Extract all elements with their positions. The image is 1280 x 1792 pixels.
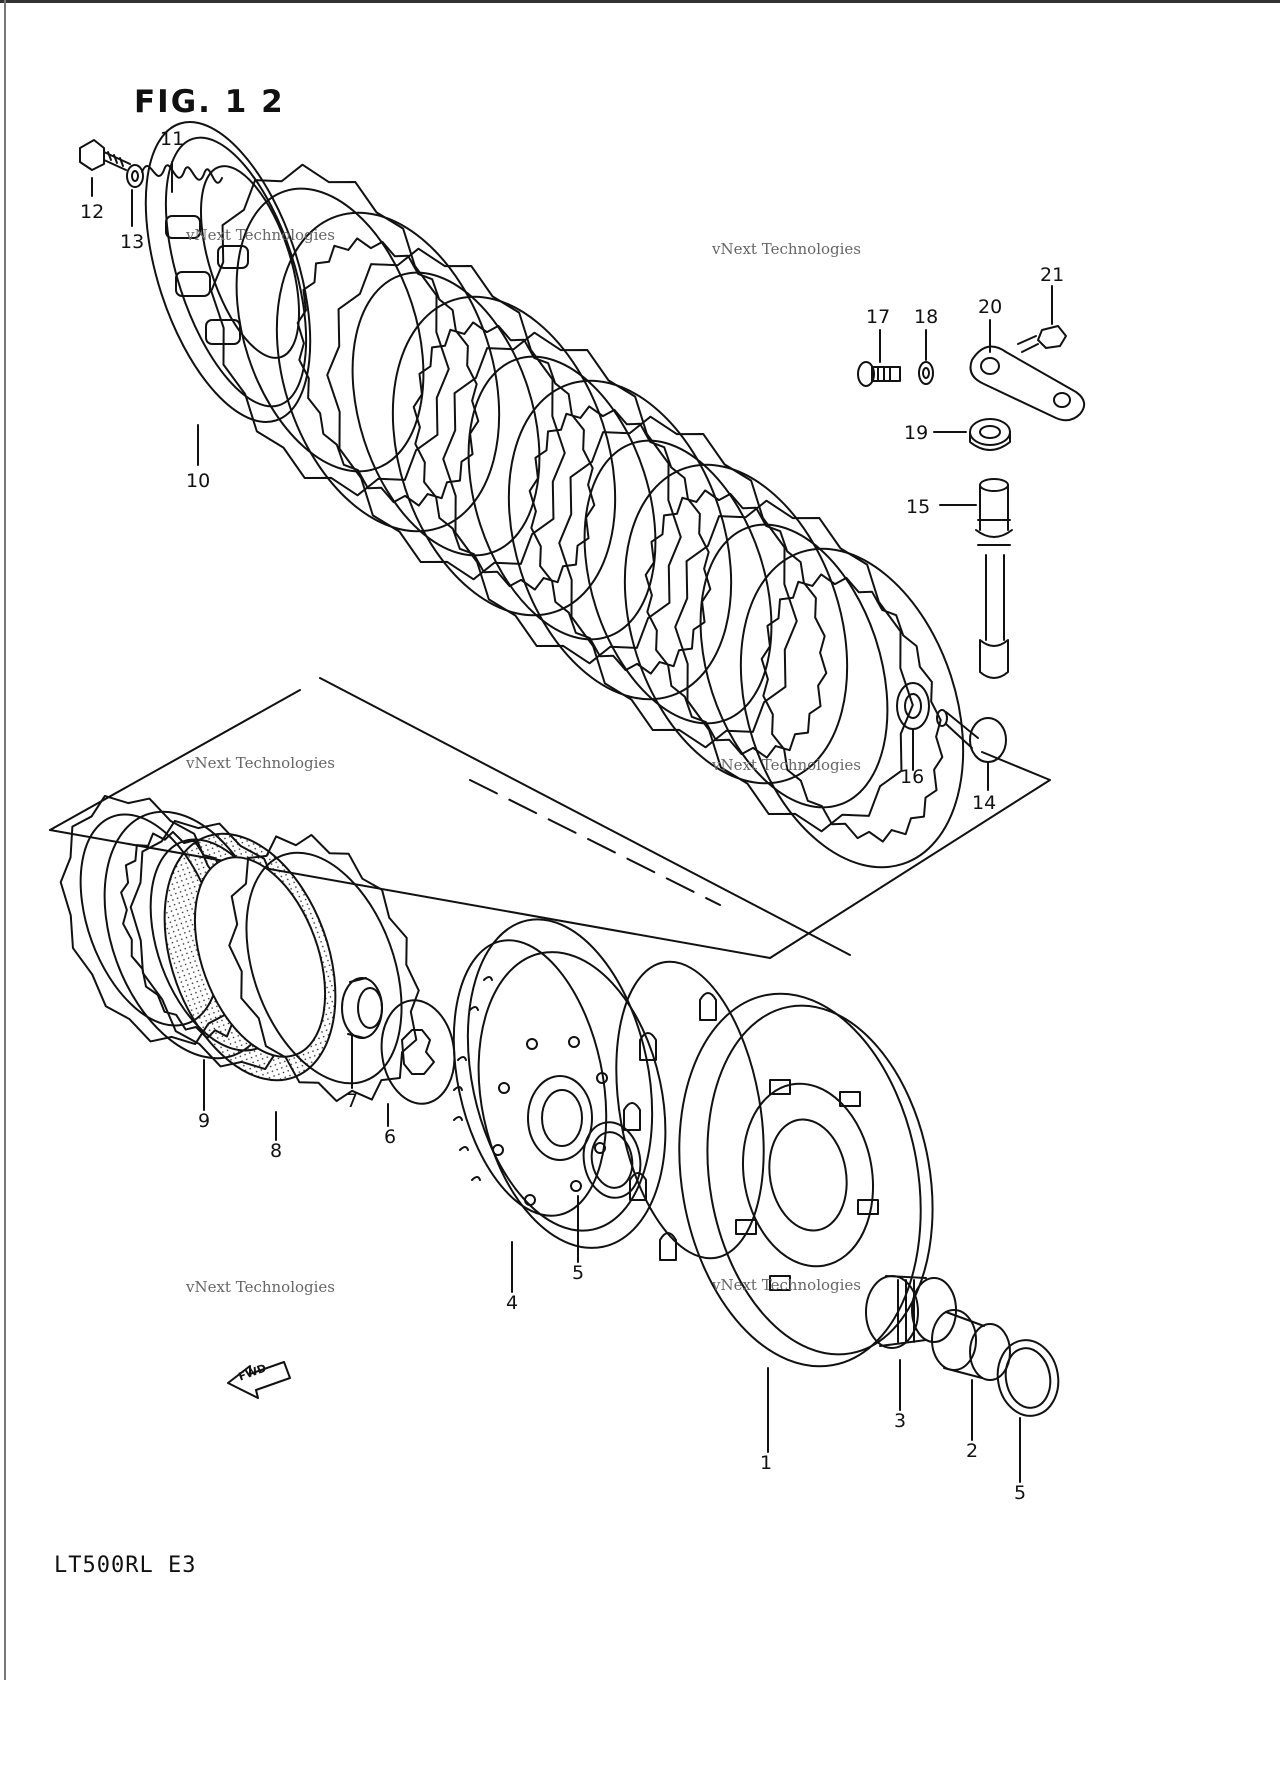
drive-plate [210, 163, 450, 497]
driven-plate [507, 379, 733, 701]
drive-plate [326, 247, 566, 581]
drive-plate [558, 415, 798, 749]
washer-18 [918, 329, 934, 385]
release-shaft-15 [939, 478, 1013, 679]
plate-outer-tabs [558, 415, 798, 749]
plate-inner-edge [245, 851, 403, 1085]
callout-19: 19 [904, 422, 929, 444]
driven-plate [391, 295, 617, 617]
callout-21: 21 [1040, 264, 1065, 286]
pressure-plate [144, 121, 312, 423]
bearing-19 [933, 418, 1011, 451]
upper-plate-stack [210, 163, 965, 869]
callout-5a: 5 [572, 1262, 585, 1284]
bolt-12 [79, 139, 131, 171]
driven-plate [623, 463, 849, 785]
callout-16: 16 [900, 766, 925, 788]
push-piece-14 [936, 709, 1007, 791]
driven-plate [275, 211, 501, 533]
plate-inner-edge [699, 523, 889, 809]
thrust-washer-5b [996, 1339, 1060, 1483]
spring-11 [141, 164, 223, 184]
release-arm-20 [969, 319, 1086, 422]
thrust-washer-5a [577, 1121, 642, 1263]
screw-17 [857, 329, 901, 387]
plate-outer-edge [275, 211, 501, 533]
spacer-2 [931, 1309, 1011, 1441]
plate-inner-teeth [760, 573, 944, 843]
page-left-edge [4, 0, 6, 1680]
plate-inner-teeth [528, 405, 712, 675]
plate-outer-edge [391, 295, 617, 617]
callout-20: 20 [978, 296, 1003, 318]
figure-title: FIG. 1 2 [134, 84, 285, 120]
model-code: LT500RL E3 [54, 1553, 197, 1578]
needle-bearing-3 [865, 1275, 957, 1411]
callout-15: 15 [906, 496, 931, 518]
callout-18: 18 [914, 306, 939, 328]
plate-inner-teeth [644, 489, 828, 759]
callout-12: 12 [80, 201, 105, 223]
plate-inner-edge [583, 439, 773, 725]
plate-outer-tabs [674, 499, 914, 833]
plate-inner-edge [235, 187, 425, 473]
callout-13: 13 [120, 231, 145, 253]
callout-17: 17 [866, 306, 891, 328]
bushing-7 [341, 977, 383, 1089]
plate-outer-tabs [228, 833, 420, 1103]
callout-5b: 5 [1014, 1482, 1027, 1504]
plate-outer-edge [739, 547, 965, 869]
callout-11: 11 [160, 128, 185, 150]
callout-4: 4 [506, 1292, 519, 1314]
friction-plate-9 [163, 832, 337, 1082]
clutch-housing-1 [615, 960, 934, 1453]
plate-8 [203, 833, 420, 1141]
callout-10: 10 [186, 470, 211, 492]
bolt-21 [1017, 285, 1067, 353]
plate-inner-teeth [296, 237, 480, 507]
plate-inner-teeth [412, 321, 596, 591]
washer-13 [126, 164, 144, 188]
assembly-boundary-left [49, 829, 771, 959]
drive-plate [442, 331, 682, 665]
callout-1: 1 [760, 1452, 773, 1474]
plate-outer-tabs [326, 247, 566, 581]
callout-7: 7 [346, 1090, 359, 1112]
callout-9: 9 [198, 1110, 211, 1132]
drive-plate [674, 499, 914, 833]
fwd-arrow [227, 1361, 291, 1399]
driven-plate [739, 547, 965, 869]
plate-outer-tabs [210, 163, 450, 497]
plate-inner-edge [467, 355, 657, 641]
plate-inner-edge [351, 271, 541, 557]
callout-6: 6 [384, 1126, 397, 1148]
callout-14: 14 [972, 792, 997, 814]
plate-outer-edge [507, 379, 733, 701]
callout-2: 2 [966, 1440, 979, 1462]
plate-outer-tabs [442, 331, 682, 665]
plate-outer-edge [623, 463, 849, 785]
spring-coil [141, 164, 223, 184]
callout-8: 8 [270, 1140, 283, 1162]
assembly-boundary-dash [469, 779, 721, 906]
bearing-16 [896, 682, 930, 771]
callout-3: 3 [894, 1410, 907, 1432]
page-top-edge [0, 0, 1280, 3]
assembly-boundary [49, 677, 1051, 959]
sleeve-hub-4 [452, 918, 667, 1293]
